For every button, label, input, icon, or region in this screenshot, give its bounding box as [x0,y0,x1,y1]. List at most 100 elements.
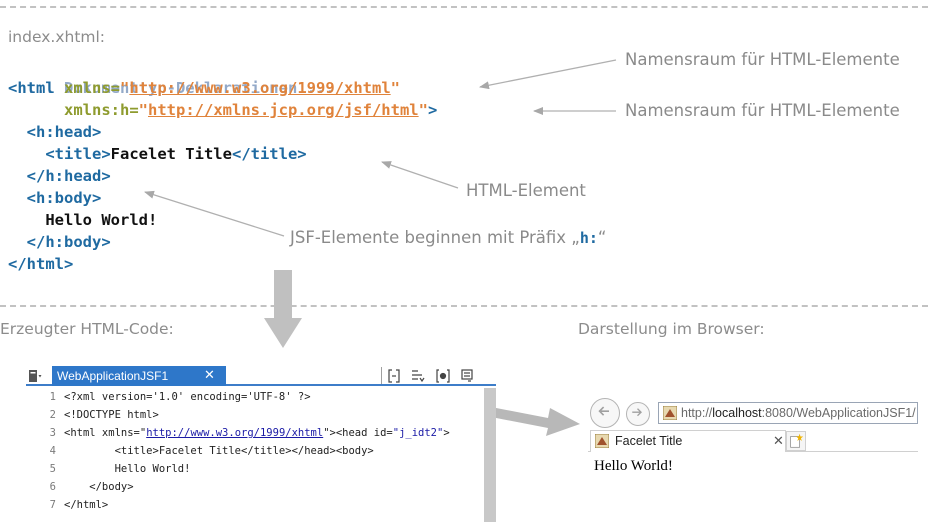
body-close-tag: </h:body> [26,233,111,251]
line-url: http://www.w3.org/1999/xhtml [146,427,324,439]
ide-toolbar-icons [388,369,473,383]
line-text: <title>Facelet Title</title></head><body… [64,445,374,457]
settings-bracket-icon[interactable] [436,369,450,383]
line-number: 3 [49,427,56,439]
browser-tab-title: Facelet Title [615,434,683,448]
doctype-comment: ... Dokumenttyp-Deklarationen ... [26,79,335,97]
forward-arrow-icon [632,408,642,417]
arrow-jsf-prefix [144,190,285,237]
toggle-comment-icon[interactable] [412,370,425,383]
jsf-prefix-text: JSF-Elemente beginnen mit Präfix „ [290,228,580,247]
code-line-html-open: <html xmlns="http://www.w3.org/1999/xhtm… [8,77,400,99]
url-path: :8080/WebApplicationJSF1/ [761,406,916,420]
jsf-prefix-close: “ [597,228,607,247]
xmlns-quote-open: " [120,79,130,97]
format-code-icon[interactable] [388,369,400,383]
line-text-mid: "><head id= [323,427,393,439]
xmlns-h-quote-close: " [418,101,428,119]
browser-tab-bar: Facelet Title ✕ [588,430,918,452]
line-text: </body> [64,481,134,493]
source-file-label: index.xhtml: [8,28,106,46]
preview-icon[interactable] [461,369,473,382]
ide-line-6: 6 </body> [26,478,486,496]
line-text: <?xml version='1.0' encoding='UTF-8' ?> [64,391,311,403]
ide-line-4: 4 <title>Facelet Title</title></head><bo… [26,442,486,460]
head-close-tag: </h:head> [26,167,111,185]
title-close-tag: </title> [231,145,307,163]
ide-scrollbar[interactable] [484,388,496,522]
address-bar[interactable]: http://localhost:8080/WebApplicationJSF1… [658,402,918,424]
tab-favicon-icon [595,434,609,448]
browser-window: http://localhost:8080/WebApplicationJSF1… [588,396,918,522]
xmlns-h-attr: xmlns:h= [64,101,139,119]
back-button[interactable] [590,398,620,428]
ide-line-2: 2<!DOCTYPE html> [26,406,486,424]
toolbar-divider [381,367,382,384]
line-number: 2 [49,409,56,421]
body-open-tag: <h:body> [26,189,102,207]
jsf-prefix-code: h: [579,229,598,247]
code-line-body-text: Hello World! [8,209,157,231]
code-line-doctype: ... Dokumenttyp-Deklarationen ... [8,55,335,99]
browser-tab-close-icon[interactable]: ✕ [773,433,784,448]
title-open-tag: <title> [45,145,111,163]
xmlns-h-url: http://xmlns.jcp.org/jsf/html [148,101,419,119]
line-number: 7 [49,499,56,511]
line-string: "j_idt2" [392,427,444,439]
tab-webapplicationjsf1[interactable]: WebApplicationJSF1 ✕ [52,366,226,386]
xmlns-quote-close: " [390,79,400,97]
line-text: </html> [64,499,109,511]
line-number: 5 [49,463,56,475]
forward-button[interactable] [626,402,650,426]
ide-line-3: 3 <html xmlns="http://www.w3.org/1999/xht… [26,424,486,442]
annotation-html-element: HTML-Element [466,181,586,200]
ide-line-7: 7 </html> [26,496,486,514]
line-number: 1 [49,391,56,403]
head-open-tag: <h:head> [26,123,102,141]
code-line-head-open: <h:head> [8,121,102,143]
new-tab-button[interactable] [786,431,806,451]
code-line-head-close: </h:head> [8,165,111,187]
line-number: 6 [49,481,56,493]
code-line-body-close: </h:body> [8,231,111,253]
line-text-pre: <html xmlns=" [64,427,147,439]
arrow-right-browser [486,406,580,436]
arrow-html-element [381,161,459,189]
xmlns-h-quote-open: " [138,101,148,119]
browser-rendering-label: Darstellung im Browser: [578,320,765,338]
back-arrow-icon [598,406,609,416]
code-line-body-open: <h:body> [8,187,102,209]
line-text: Hello World! [64,463,191,475]
url-host: localhost [712,406,762,420]
page-favicon-icon [663,406,677,420]
code-line-xmlns-h: xmlns:h="http://xmlns.jcp.org/jsf/html"> [8,99,437,121]
annotation-namespace-html: Namensraum für HTML-Elemente [625,50,900,69]
html-open-tag: <html [8,79,55,97]
annotation-jsf-prefix: JSF-Elemente beginnen mit Präfix „h:“ [290,228,606,247]
ide-line-5: 5 Hello World! [26,460,486,478]
browser-page-content: Hello World! [594,458,673,474]
code-line-html-close: </html> [8,253,73,275]
generated-code-label: Erzeugter HTML-Code: [0,320,174,338]
ide-line-1: 1 <?xml version='1.0' encoding='UTF-8' ?> [26,388,486,406]
ide-code-area[interactable]: 1 <?xml version='1.0' encoding='UTF-8' ?>… [26,388,486,514]
tab-close-icon[interactable]: ✕ [204,367,215,382]
ide-editor-panel: WebApplicationJSF1 ✕ 1 <?xml version='1.0… [26,366,496,522]
html-close-tag: </html> [8,255,74,273]
title-text: Facelet Title [110,145,232,163]
line-text-post: > [443,427,450,439]
arrow-down-generated [264,270,302,348]
new-tab-icon [790,433,804,448]
code-line-title: <title>Facelet Title</title> [8,143,307,165]
url-prefix: http:// [681,406,713,420]
line-number: 4 [49,445,56,457]
file-list-icon[interactable] [28,369,42,383]
xmlns-attr: xmlns= [64,79,121,97]
tab-label: WebApplicationJSF1 [57,369,169,383]
browser-tab-facelet-title[interactable]: Facelet Title ✕ [590,430,786,452]
top-separator [0,6,928,8]
xmlns-url: http://www.w3.org/1999/xhtml [129,79,391,97]
middle-separator [0,305,928,307]
body-text: Hello World! [45,211,158,229]
html-open-bracket: > [427,101,438,119]
